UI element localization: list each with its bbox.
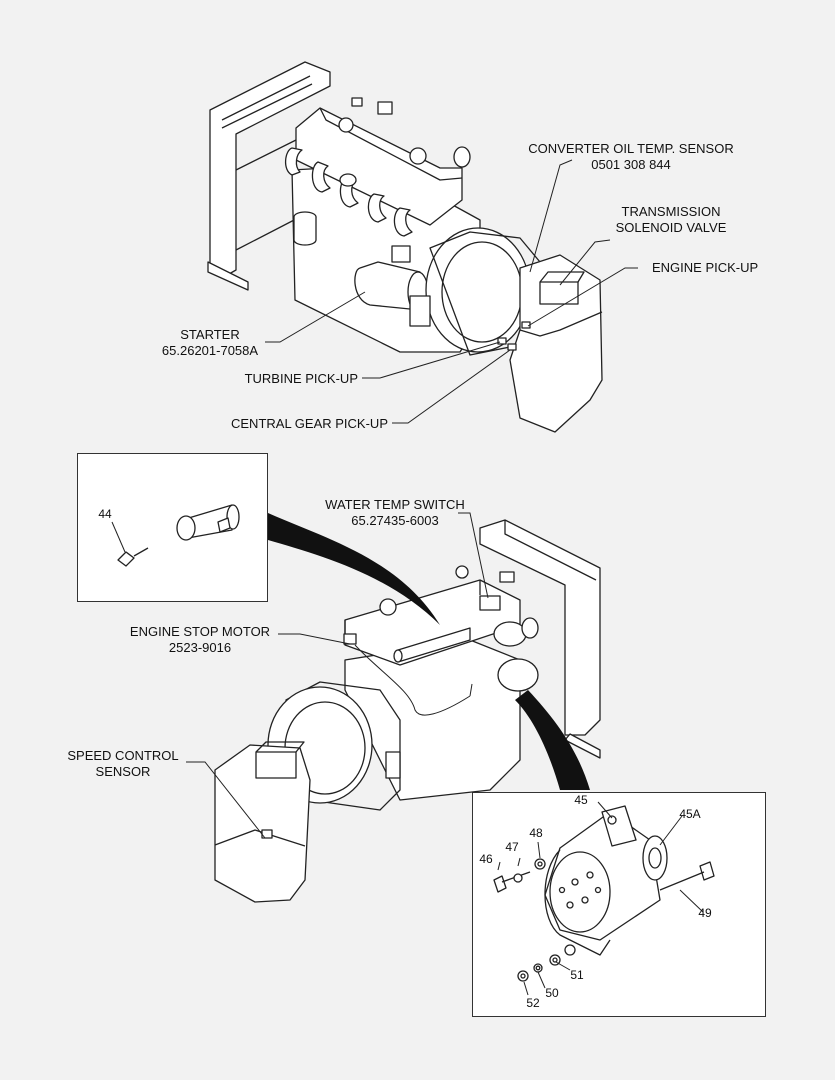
inset1-pointer: [268, 513, 440, 625]
top-engine-assembly: [207, 61, 603, 433]
callout-44: 44: [98, 507, 112, 521]
inset-temp-sensor: [117, 504, 240, 567]
callout-48: 48: [529, 826, 543, 840]
label-starter: STARTER 65.26201-7058A: [161, 327, 259, 358]
label-converter-oil-temp-sensor: CONVERTER OIL TEMP. SENSOR 0501 308 844: [528, 141, 734, 172]
callout-50: 50: [545, 986, 559, 1000]
callout-45: 45: [574, 793, 588, 807]
callout-52: 52: [526, 996, 540, 1010]
leader-lines: [111, 159, 704, 996]
bottom-transmission: [214, 744, 311, 903]
bottom-radiator: [479, 519, 601, 736]
callout-49: 49: [698, 906, 712, 920]
label-engine-stop-motor: ENGINE STOP MOTOR 2523-9016: [129, 624, 271, 655]
label-turbine-pickup: TURBINE PICK-UP: [244, 371, 358, 386]
bottom-engine-block: [344, 639, 521, 801]
bottom-engine-assembly: [214, 519, 601, 903]
inset2-pointer: [515, 690, 590, 790]
label-water-temp-switch: WATER TEMP SWITCH 65.27435-6003: [325, 497, 465, 528]
callout-46: 46: [479, 852, 493, 866]
callout-47: 47: [505, 840, 519, 854]
label-central-gear-pickup: CENTRAL GEAR PICK-UP: [231, 416, 388, 431]
inset-alternator: [493, 805, 715, 982]
label-speed-control-sensor: SPEED CONTROL SENSOR: [67, 748, 179, 779]
callout-51: 51: [570, 968, 584, 982]
label-transmission-solenoid-valve: TRANSMISSION SOLENOID VALVE: [615, 204, 727, 235]
callout-45a: 45A: [679, 807, 701, 821]
label-engine-pickup: ENGINE PICK-UP: [652, 260, 759, 275]
